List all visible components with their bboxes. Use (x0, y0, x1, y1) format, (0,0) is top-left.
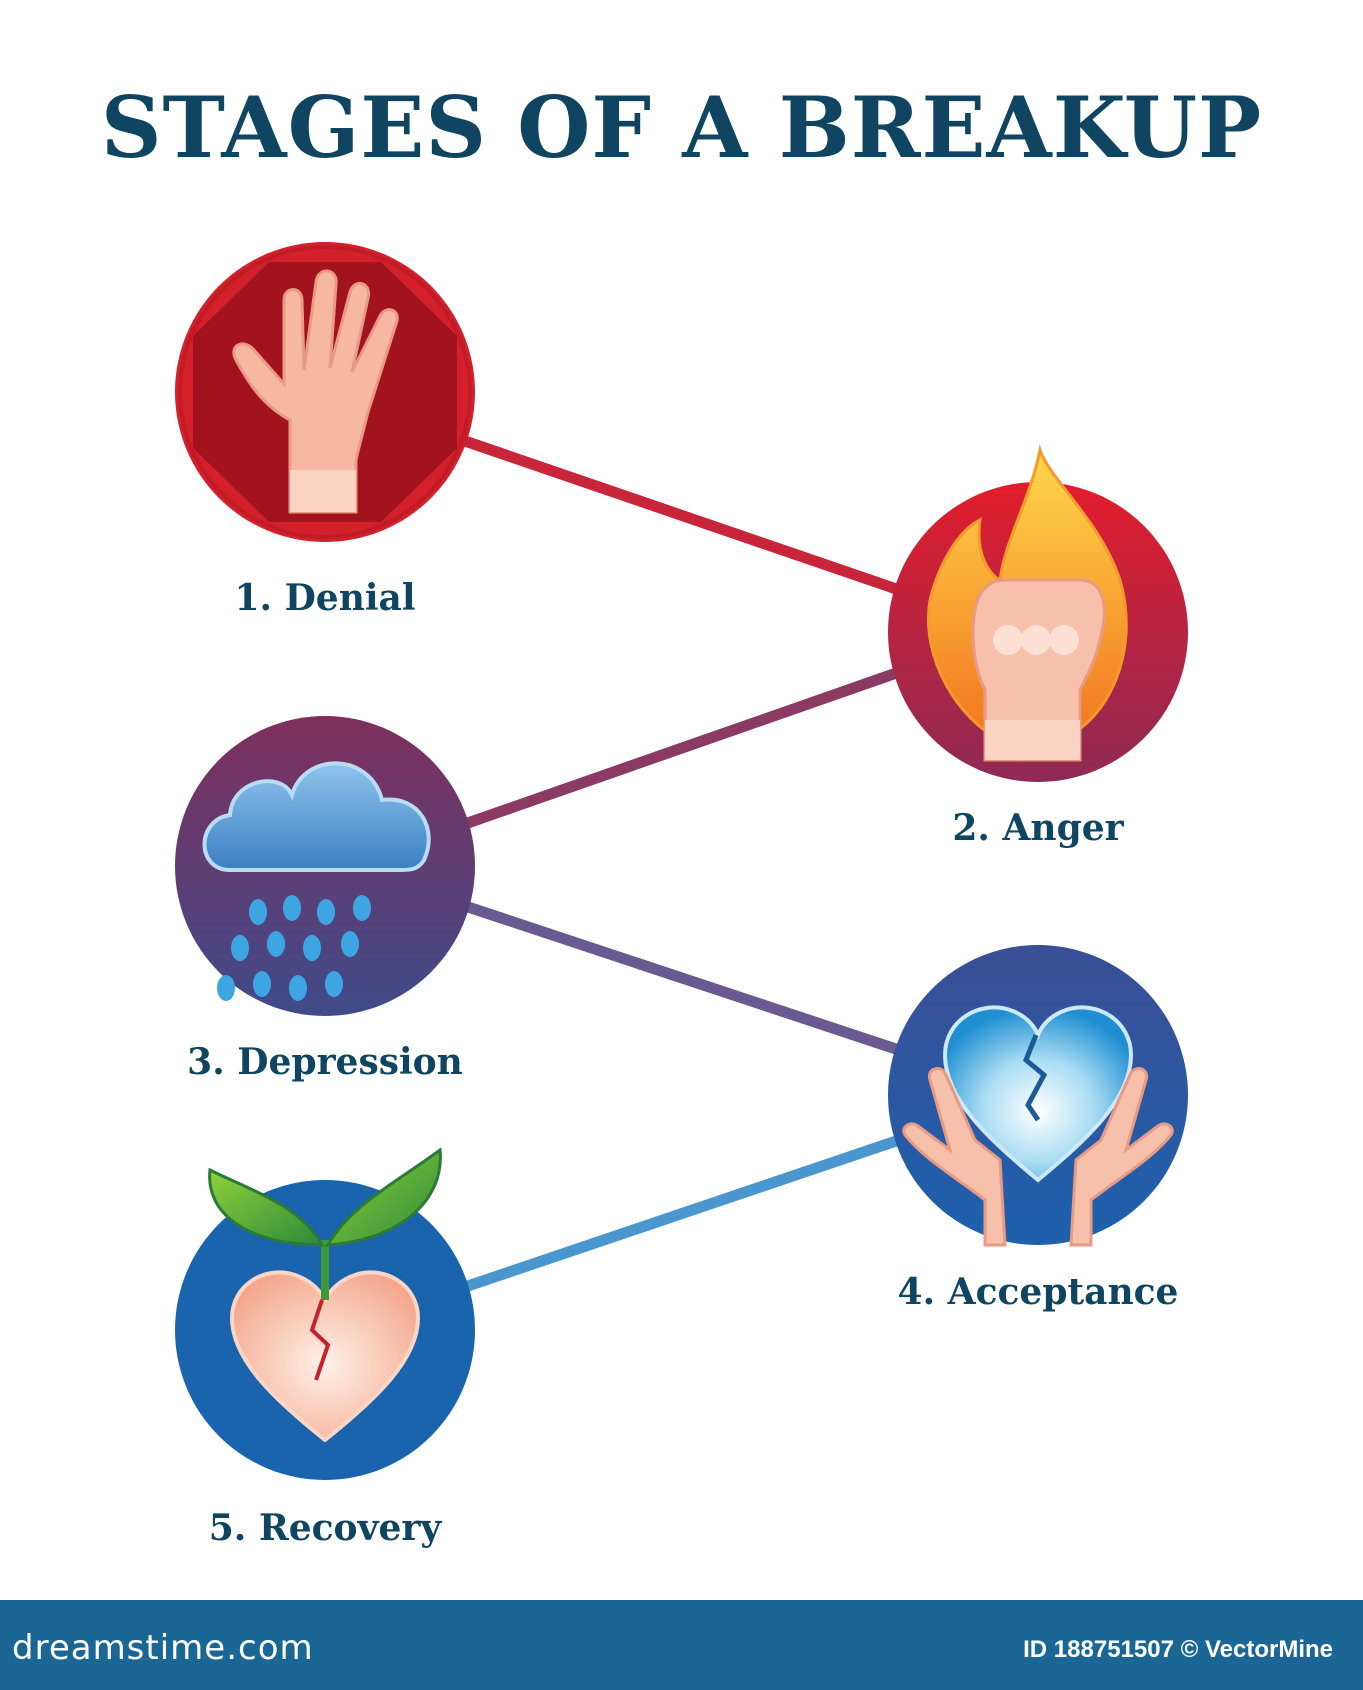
stage-label-depression: 3. Depression (187, 1041, 463, 1083)
raindrops (217, 895, 371, 1001)
stage-label-denial: 1. Denial (234, 577, 415, 619)
footer-site[interactable]: dreamstime.com (12, 1628, 314, 1668)
connector-denial-anger (460, 434, 907, 598)
stage-label-recovery: 5. Recovery (209, 1507, 443, 1549)
stage-recovery (175, 1147, 475, 1480)
stage-depression (175, 716, 475, 1016)
stage-label-acceptance: 4. Acceptance (898, 1271, 1179, 1313)
stop-hand-icon (232, 269, 399, 514)
footer-bar: dreamstime.com ID 188751507 © VectorMine (0, 1600, 1363, 1690)
footer-credit: ID 188751507 © VectorMine (1023, 1636, 1333, 1663)
stages-diagram: 1. Denial 2. Anger 3. Depression 4. Acce… (175, 242, 1188, 1549)
stage-acceptance (888, 945, 1188, 1247)
connector-acceptance-recovery (460, 1132, 907, 1294)
sprouting-heart-icon (208, 1147, 442, 1443)
stage-label-anger: 2. Anger (952, 807, 1124, 849)
rain-cloud-icon (202, 761, 431, 1001)
flaming-fist-icon (927, 444, 1128, 762)
broken-heart-in-hands-icon (902, 1005, 1174, 1247)
stage-anger (888, 444, 1188, 782)
page-title: STAGES OF A BREAKUP (100, 78, 1263, 177)
connector-anger-depression (460, 664, 907, 831)
stage-denial (175, 242, 475, 542)
connector-depression-acceptance (460, 899, 907, 1058)
